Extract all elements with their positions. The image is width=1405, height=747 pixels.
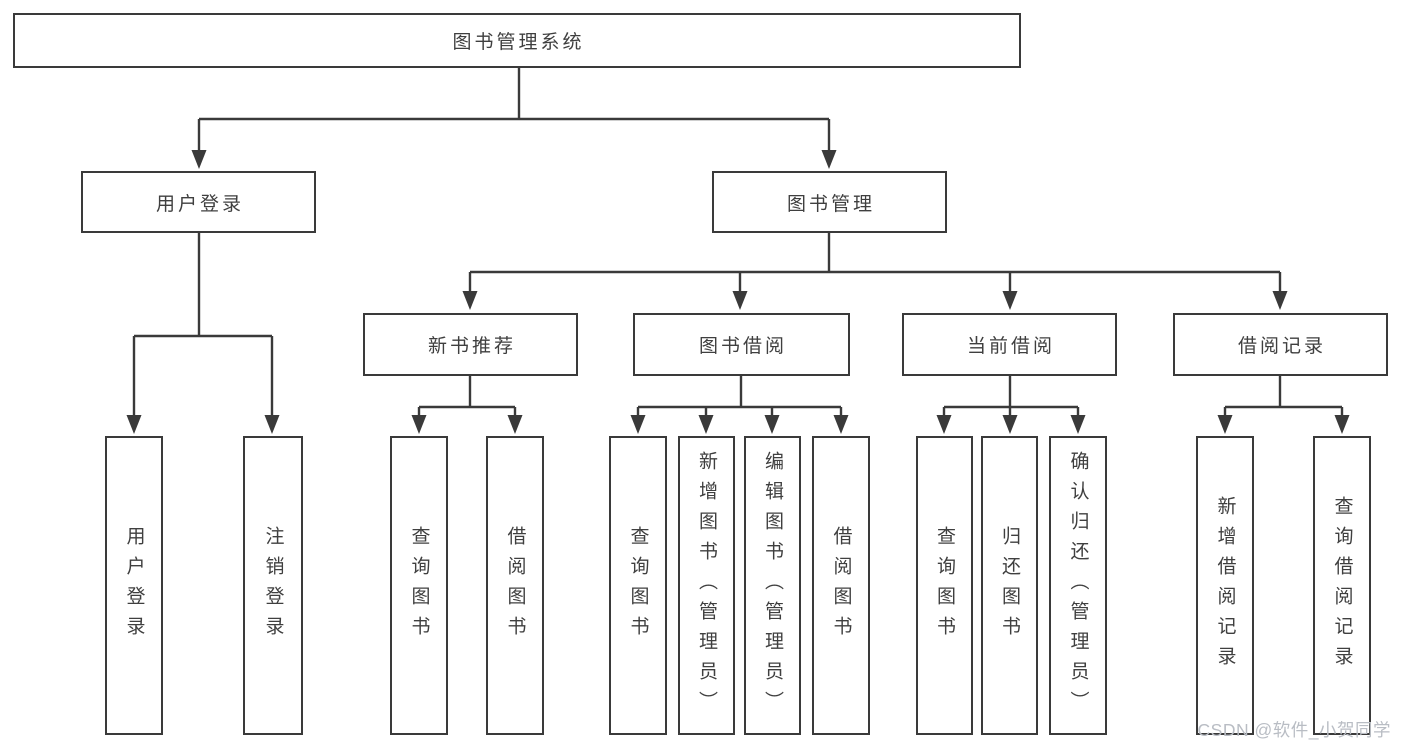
connector-current-to-leaves (936, 376, 1086, 434)
node-label: 用户登录 (123, 525, 145, 646)
node-label: 归还图书 (999, 525, 1020, 646)
node-label: 注销登录 (262, 525, 284, 646)
connector-bookmgmt-to-level3 (462, 233, 1288, 310)
leaf-query-books-recommend: 查询图书 (390, 436, 448, 735)
leaf-query-books-current: 查询图书 (916, 436, 973, 735)
node-label: 确认归还（管理员） (1067, 450, 1089, 721)
connector-records-to-leaves (1217, 376, 1350, 434)
watermark: CSDN @软件_小贺同学 (1197, 720, 1391, 740)
leaf-user-login: 用户登录 (105, 436, 163, 735)
leaf-logout: 注销登录 (243, 436, 303, 735)
node-label: 当前借阅 (966, 336, 1055, 357)
node-label: 图书管理 (786, 193, 875, 215)
node-label: 图书管理系统 (452, 32, 585, 53)
connector-userlogin-to-leaves (126, 233, 280, 434)
node-label: 编辑图书（管理员） (762, 450, 783, 721)
leaf-query-borrow-record: 查询借阅记录 (1313, 436, 1371, 735)
leaf-add-borrow-record: 新增借阅记录 (1196, 436, 1254, 735)
connector-newbook-to-leaves (411, 376, 523, 434)
leaf-add-book-admin: 新增图书（管理员） (678, 436, 735, 735)
node-book-management: 图书管理 (712, 171, 947, 233)
node-label: 借阅图书 (504, 525, 526, 646)
leaf-return-book: 归还图书 (981, 436, 1038, 735)
node-label: 查询图书 (627, 525, 649, 646)
connector-root-to-level2 (191, 68, 837, 169)
node-label: 图书借阅 (698, 336, 787, 357)
node-book-borrow: 图书借阅 (633, 313, 850, 376)
leaf-edit-book-admin: 编辑图书（管理员） (744, 436, 801, 735)
leaf-confirm-return-admin: 确认归还（管理员） (1049, 436, 1107, 735)
node-label: 新书推荐 (427, 336, 516, 357)
node-label: 新增借阅记录 (1214, 495, 1236, 676)
node-label: 借阅图书 (830, 525, 852, 646)
node-label: 新增图书（管理员） (696, 450, 717, 721)
node-label: 查询图书 (408, 525, 430, 646)
node-root-system: 图书管理系统 (13, 13, 1021, 68)
leaf-borrow-books: 借阅图书 (812, 436, 870, 735)
node-label: 查询图书 (934, 525, 955, 646)
node-label: 用户登录 (155, 193, 244, 215)
node-borrow-records: 借阅记录 (1173, 313, 1388, 376)
node-label: 查询借阅记录 (1331, 495, 1353, 676)
node-current-borrow: 当前借阅 (902, 313, 1117, 376)
node-label: 借阅记录 (1237, 336, 1326, 357)
node-new-book-recommend: 新书推荐 (363, 313, 578, 376)
leaf-borrow-books-recommend: 借阅图书 (486, 436, 544, 735)
node-user-login: 用户登录 (81, 171, 316, 233)
connector-borrow-to-leaves (630, 376, 849, 434)
leaf-query-books-borrow: 查询图书 (609, 436, 667, 735)
